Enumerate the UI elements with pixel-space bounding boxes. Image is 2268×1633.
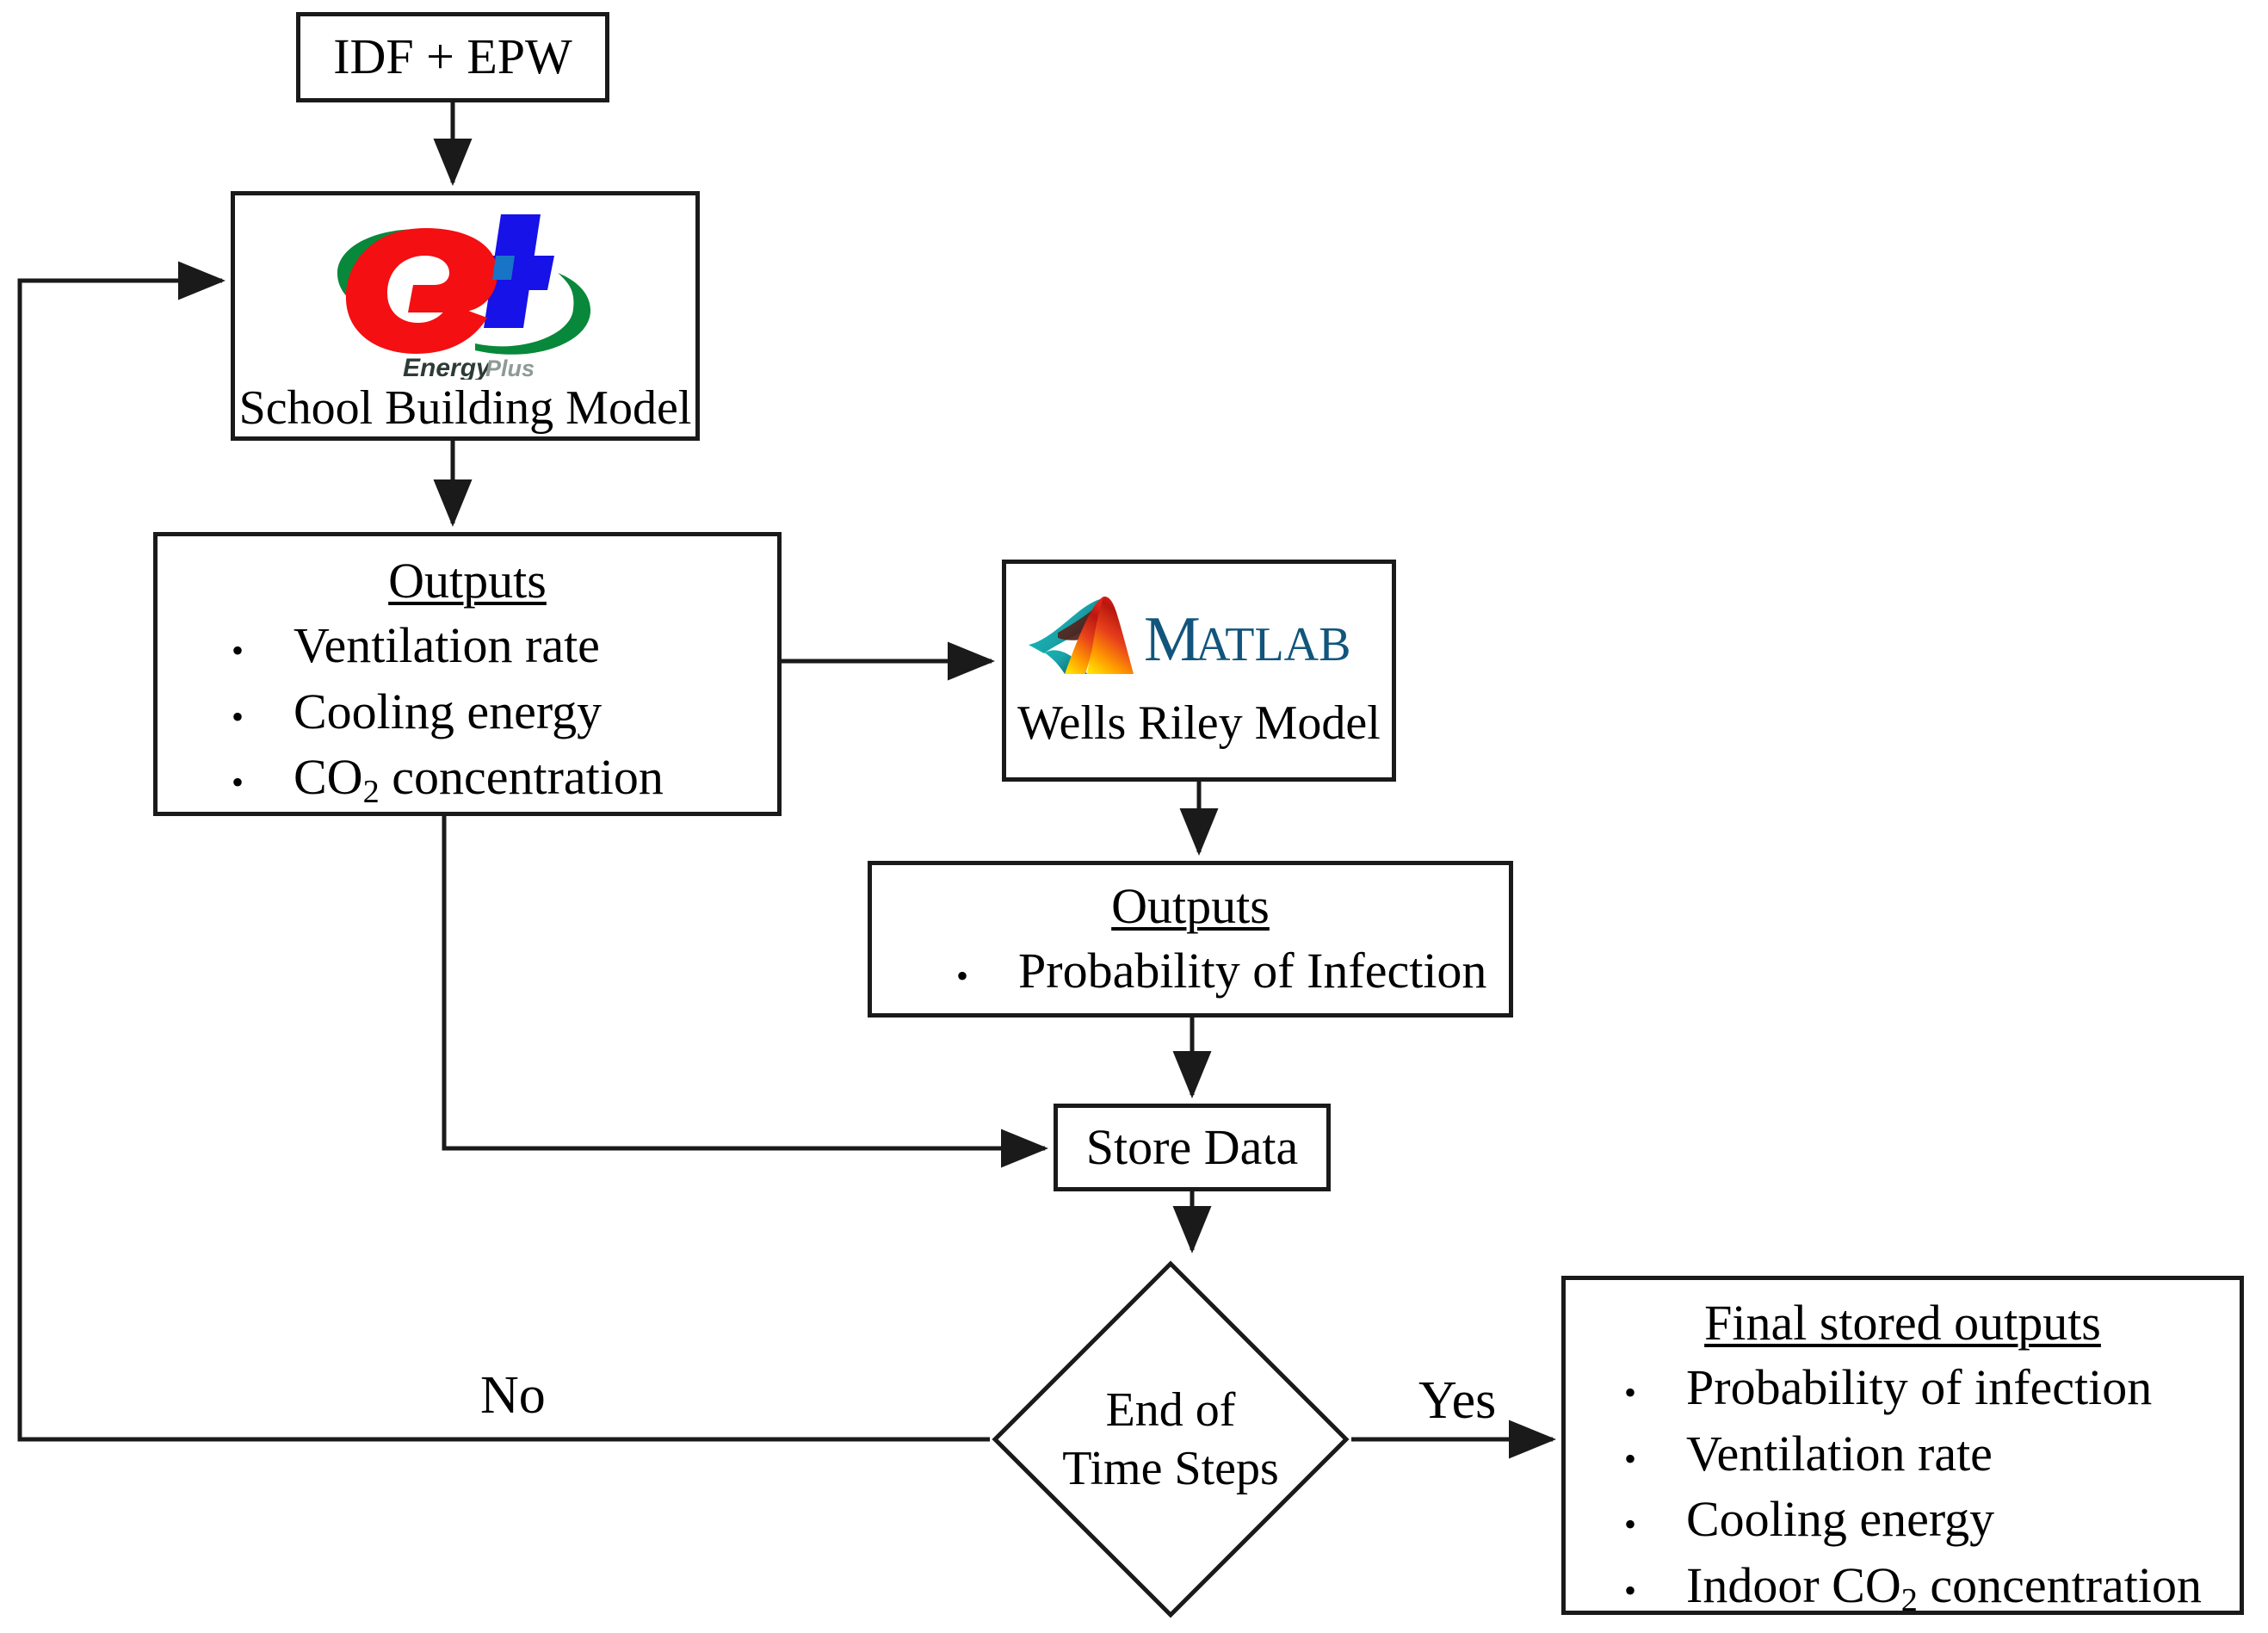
list-item-label: CO2 concentration (294, 749, 664, 811)
list-item-label: Cooling energy (294, 683, 603, 739)
list-item: • Ventilation rate (158, 613, 777, 679)
node-matlab-model[interactable]: M ATLAB Wells Riley Model (1002, 560, 1396, 782)
outputs-heading: Outputs (1111, 878, 1270, 934)
list-item: • Indoor CO2 concentration (1566, 1553, 2240, 1622)
list-item-label: Indoor CO2 concentration (1686, 1556, 2202, 1618)
bullet-icon: • (1623, 1570, 1636, 1610)
bullet-icon: • (231, 631, 244, 670)
list-item-label: Probability of infection (1686, 1359, 2153, 1415)
matlab-wordmark-initial: M (1144, 604, 1201, 675)
decision-diamond-shape (992, 1260, 1350, 1618)
node-energyplus-model[interactable]: Energy Plus School Building Model (231, 191, 700, 441)
outputs-list: • Ventilation rate • Cooling energy • CO… (158, 613, 777, 814)
node-outputs-matlab[interactable]: Outputs • Probability of Infection (868, 861, 1513, 1018)
list-item: • Probability of infection (1566, 1355, 2240, 1421)
bullet-icon: • (231, 696, 244, 736)
decision-label: End of Time Steps (990, 1259, 1351, 1620)
list-item: • Ventilation rate (1566, 1421, 2240, 1488)
list-item-label: Ventilation rate (294, 617, 600, 673)
final-outputs-list: • Probability of infection • Ventilation… (1566, 1355, 2240, 1622)
list-item-label: Cooling energy (1686, 1491, 1995, 1548)
bullet-icon: • (231, 763, 244, 802)
list-item: • CO2 concentration (158, 745, 777, 813)
list-item-label: Probability of Infection (1018, 943, 1487, 999)
matlab-wordmark-rest: ATLAB (1196, 618, 1350, 671)
energyplus-caption: School Building Model (238, 381, 692, 435)
outputs-heading: Outputs (388, 553, 547, 609)
node-final-stored-outputs[interactable]: Final stored outputs • Probability of in… (1561, 1276, 2244, 1618)
outputs-list: • Probability of Infection (872, 938, 1509, 1005)
energyplus-wordmark-plus: Plus (485, 356, 535, 380)
edge-outputs1-to-store (442, 816, 1049, 1168)
edge-decision-no-to-energyplus (17, 261, 990, 1442)
edge-label-yes: Yes (1418, 1371, 1497, 1430)
matlab-caption: Wells Riley Model (1017, 696, 1381, 750)
list-item: • Cooling energy (158, 679, 777, 745)
list-item: • Probability of Infection (872, 938, 1509, 1005)
matlab-logo-icon: M ATLAB (1006, 585, 1392, 695)
energyplus-wordmark-energy: Energy (403, 354, 491, 380)
node-decision-end-of-time-steps[interactable]: End of Time Steps (990, 1259, 1351, 1620)
bullet-icon: • (1623, 1438, 1636, 1478)
list-item: • Cooling energy (1566, 1487, 2240, 1553)
store-data-label: Store Data (1085, 1118, 1299, 1175)
bullet-icon: • (1623, 1505, 1636, 1544)
bullet-icon: • (955, 956, 968, 995)
decision-label-line2: Time Steps (1062, 1442, 1279, 1495)
node-input-files[interactable]: IDF + EPW (296, 12, 609, 102)
bullet-icon: • (1623, 1373, 1636, 1412)
input-files-label: IDF + EPW (333, 28, 572, 85)
decision-label-line1: End of (1105, 1382, 1236, 1437)
node-outputs-energyplus[interactable]: Outputs • Ventilation rate • Cooling ene… (153, 532, 782, 816)
node-store-data[interactable]: Store Data (1054, 1104, 1331, 1191)
final-outputs-heading: Final stored outputs (1704, 1295, 2101, 1351)
energyplus-logo-icon: Energy Plus (324, 207, 608, 380)
list-item-label: Ventilation rate (1686, 1425, 1993, 1481)
edge-label-no: No (480, 1366, 546, 1425)
